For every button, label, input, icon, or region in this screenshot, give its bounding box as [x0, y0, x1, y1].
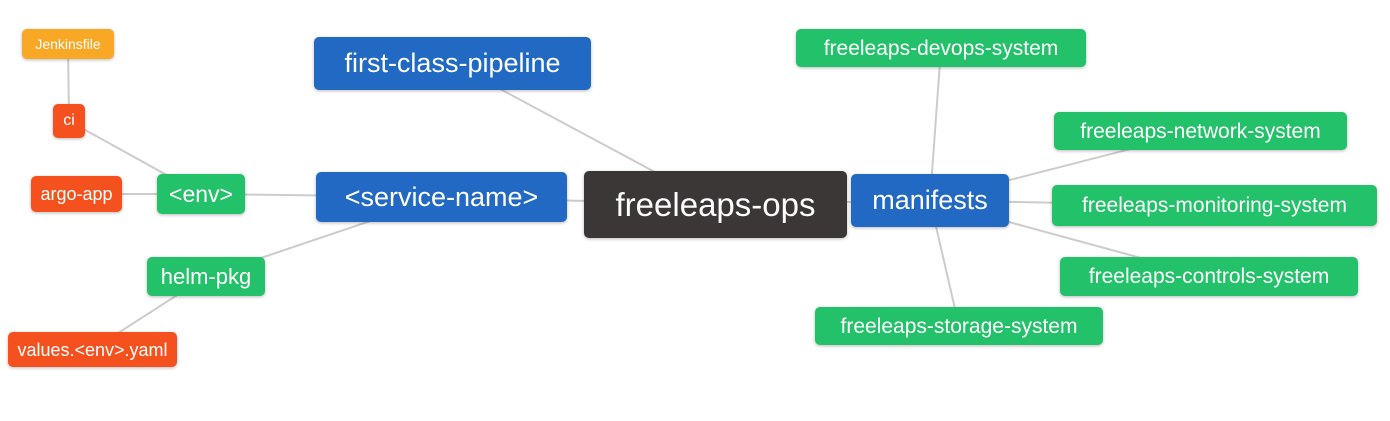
node-network-system[interactable]: freeleaps-network-system	[1054, 112, 1347, 150]
node-first-class-pipeline[interactable]: first-class-pipeline	[314, 37, 591, 90]
node-monitoring-system[interactable]: freeleaps-monitoring-system	[1052, 185, 1377, 226]
node-ci[interactable]: ci	[53, 104, 85, 138]
node-argo-app[interactable]: argo-app	[31, 176, 122, 212]
node-jenkinsfile[interactable]: Jenkinsfile	[22, 29, 114, 59]
node-manifests[interactable]: manifests	[851, 174, 1009, 227]
node-helm-pkg[interactable]: helm-pkg	[147, 257, 265, 296]
node-freeleaps-ops[interactable]: freeleaps-ops	[584, 171, 847, 238]
node-values-env-yaml[interactable]: values.<env>.yaml	[8, 332, 177, 367]
node-controls-system[interactable]: freeleaps-controls-system	[1060, 257, 1358, 296]
node-devops-system[interactable]: freeleaps-devops-system	[796, 29, 1086, 67]
node-service-name[interactable]: <service-name>	[316, 172, 567, 222]
node-storage-system[interactable]: freeleaps-storage-system	[815, 307, 1103, 345]
node-env[interactable]: <env>	[157, 174, 245, 214]
